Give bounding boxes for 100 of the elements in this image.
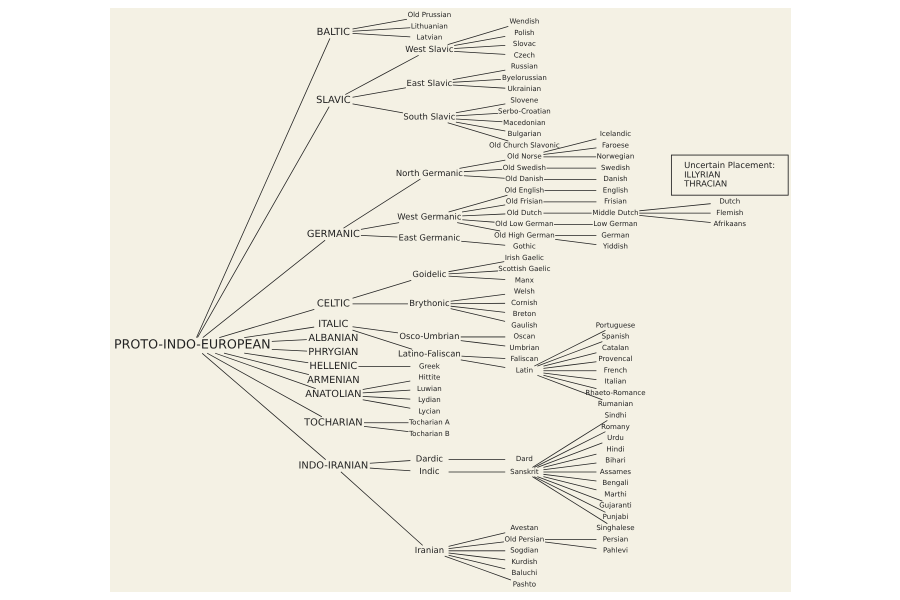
node-text: Rumanian <box>597 399 633 408</box>
connector <box>196 106 330 338</box>
node-text: Portuguese <box>595 320 635 330</box>
node-text: Old Church Slavonic <box>488 140 560 150</box>
node-text: Old Swedish <box>502 162 546 172</box>
connector <box>463 169 502 172</box>
node-text: Irish Gaelic <box>504 252 544 262</box>
connector <box>542 374 596 389</box>
node-text: Pahlevi <box>602 546 628 555</box>
connector <box>342 178 420 229</box>
connector <box>448 552 506 560</box>
node-text: Slovac <box>512 39 536 48</box>
connector <box>460 240 506 246</box>
connector <box>543 178 596 180</box>
node-text: Urdu <box>606 433 624 442</box>
connector <box>455 122 506 132</box>
connector <box>448 276 506 280</box>
node-text: Baluchi <box>510 568 537 578</box>
connector <box>461 219 494 223</box>
node-text: BALTIC <box>316 26 350 38</box>
connector <box>450 308 505 322</box>
connector <box>352 103 403 114</box>
node-text: Norwegian <box>596 152 634 161</box>
node-text: Umbrian <box>508 342 539 352</box>
node-text: ALBANIAN <box>308 332 358 344</box>
node-text: Spanish <box>601 332 629 341</box>
node-text: Sogdian <box>510 546 538 555</box>
connector <box>638 212 711 214</box>
connector <box>460 356 506 359</box>
connector <box>448 458 506 460</box>
node-text: Scottish Gaelic <box>498 264 550 274</box>
node-text: Serbo-Croatian <box>498 106 550 116</box>
node-text: HELLENIC <box>308 361 357 372</box>
node-text: Singhalese <box>596 523 634 532</box>
node-text: Punjabi <box>602 512 628 521</box>
node-text: Lithuanian <box>410 21 448 30</box>
node-text: Marthi <box>604 489 626 498</box>
connector <box>532 420 608 468</box>
node-text: Avestan <box>510 523 538 532</box>
node-text: Russian <box>510 62 538 71</box>
node-text: TOCHARIAN <box>304 417 362 428</box>
node-text: Yiddish <box>602 242 628 251</box>
connector <box>544 539 596 540</box>
node-text: Old Danish <box>504 174 544 184</box>
connector <box>202 240 326 338</box>
connector <box>532 476 608 524</box>
connector <box>352 18 407 30</box>
node-text: Indic <box>418 466 439 476</box>
connector <box>450 306 505 313</box>
connector <box>448 554 506 570</box>
node-text: Cornish <box>510 298 538 307</box>
connector <box>352 280 412 299</box>
connector <box>542 372 596 380</box>
node-text: Dardic <box>415 454 443 464</box>
connector <box>452 70 506 80</box>
node-text: GERMANIC <box>306 228 360 240</box>
connector <box>452 84 506 89</box>
connector <box>554 239 596 245</box>
connector <box>460 340 506 346</box>
node-text: Breton <box>512 309 536 318</box>
connector <box>638 215 711 223</box>
node-text: Old English <box>504 185 544 194</box>
node-text: East Slavic <box>406 78 452 88</box>
node-text: Pashto <box>512 579 536 588</box>
connector <box>542 474 596 482</box>
connector <box>352 87 406 98</box>
connector <box>542 370 596 372</box>
node-text: German <box>600 230 630 240</box>
connector <box>542 212 592 214</box>
connector <box>363 422 408 424</box>
connector <box>542 454 596 468</box>
connector <box>362 390 410 394</box>
node-text: CELTIC <box>316 298 350 310</box>
connector <box>214 352 316 390</box>
connector <box>544 542 596 549</box>
connector <box>196 38 330 338</box>
node-text: Wendish <box>508 16 539 26</box>
node-text: INDO-IRANIAN <box>298 460 368 472</box>
node-text: Kurdish <box>510 556 537 566</box>
node-text: Provencal <box>598 354 632 364</box>
connector <box>455 118 502 122</box>
connector <box>460 336 506 338</box>
node-text: Old High German <box>494 230 554 240</box>
node-text: Oscan <box>512 332 535 341</box>
node-text: Gothic <box>512 242 536 251</box>
connector <box>223 352 309 375</box>
connector <box>448 532 506 547</box>
connector <box>553 224 593 225</box>
connector <box>243 326 314 338</box>
node-text: English <box>602 185 628 194</box>
node-text: Byelorussian <box>501 72 546 82</box>
connector <box>358 366 410 367</box>
connector <box>362 396 410 400</box>
node-text: West Germanic <box>396 212 461 222</box>
connector <box>453 50 506 55</box>
connector <box>533 476 606 513</box>
connector <box>352 330 412 350</box>
connector <box>206 352 322 418</box>
connector <box>453 36 506 46</box>
node-text: Iranian <box>414 544 444 555</box>
